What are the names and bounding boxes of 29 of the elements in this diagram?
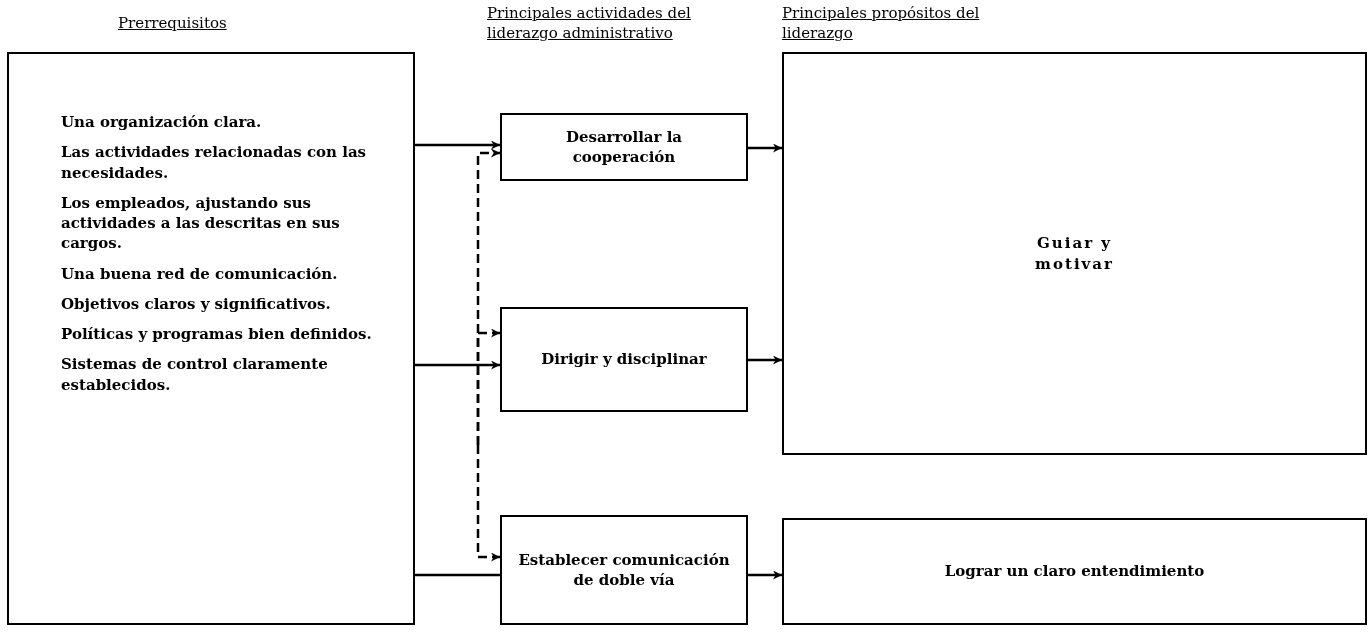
arrow [476,445,500,562]
list-item: Una organización clara. [61,112,262,133]
list-item: Una buena red de comunicación. [61,263,338,284]
column-heading: Principales actividades del liderazgo administrativo [487,4,692,43]
list-item: Objetivos claros y significativos. [61,293,331,314]
list-item: Las actividades relacionadas con las necesidades. [61,142,368,183]
connector-line [415,573,500,577]
list-item: Los empleados, ajustando sus actividades a las descritas en sus cargos. [61,192,341,254]
arrow [748,355,782,365]
box-label: Establecer comunicación de doble vía [517,549,731,591]
column-heading: Principales propósitos del liderazgo [782,4,981,43]
box-label: Desarrollar la cooperación [564,126,684,168]
arrow [415,360,500,370]
list-item: Sistemas de control claramente establecidos. [61,354,329,395]
text-box [7,52,415,625]
box-label: Lograr un claro entendimiento [943,561,1206,582]
text-box [500,307,748,412]
list-item: Políticas y programas bien definidos. [61,324,372,345]
arrow [415,140,500,150]
box-label: Guiar y motivar [1034,233,1115,274]
text-box [782,52,1367,455]
arrow [748,143,782,153]
text-box [500,515,748,625]
box-label: Dirigir y disciplinar [540,349,708,370]
column-heading: Prerrequisitos [118,14,228,34]
arrow [748,570,782,580]
text-box [782,518,1367,625]
arrow [476,328,500,445]
text-box [500,113,748,181]
